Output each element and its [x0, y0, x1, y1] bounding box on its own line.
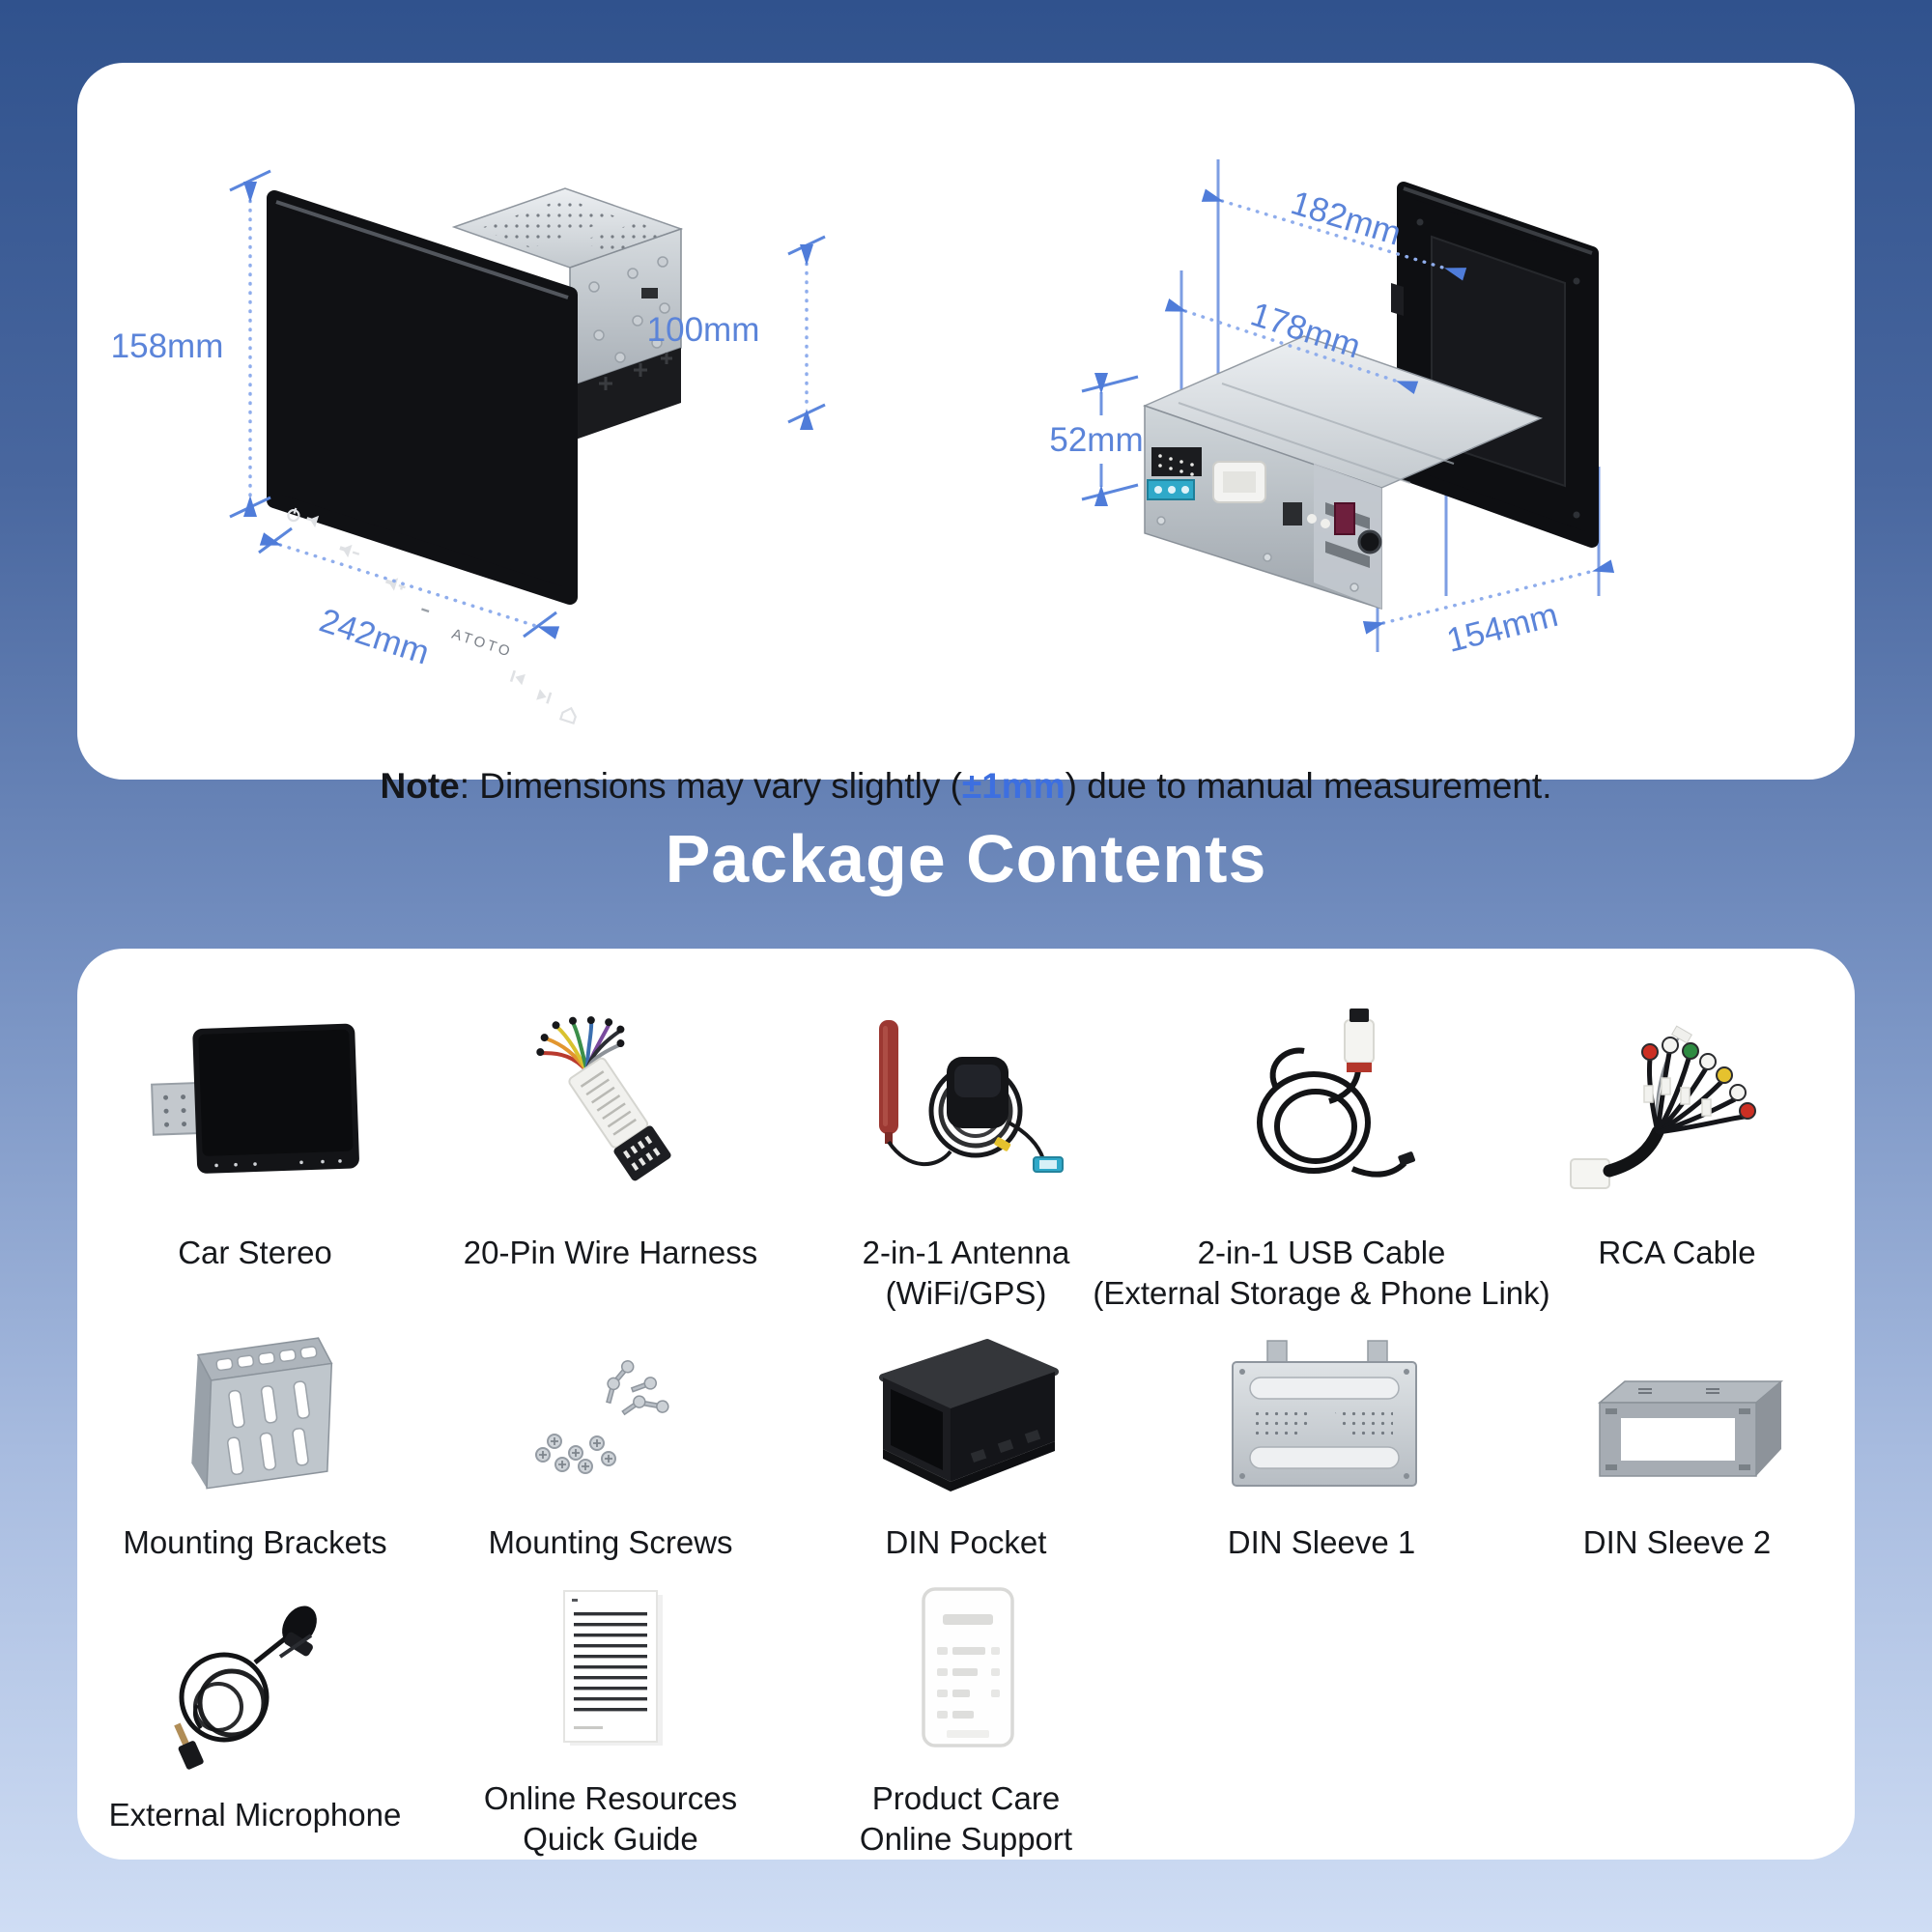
mounting-screws-image [495, 1321, 726, 1509]
package-item-wire-harness: 20-Pin Wire Harness [433, 949, 788, 1321]
page-title: Package Contents [665, 821, 1267, 896]
opening-width-label: 154mm [1443, 596, 1562, 660]
item-label: DIN Sleeve 1 [1227, 1524, 1416, 1560]
package-item-antenna: 2-in-1 Antenna(WiFi/GPS) [788, 949, 1144, 1321]
package-grid: Car Stereo [77, 949, 1855, 1860]
item-label: External Microphone [108, 1797, 402, 1833]
item-label: RCA Cable [1598, 1235, 1756, 1270]
dimensions-card: ATOTO 158mm [77, 63, 1855, 806]
height-dimension: 158mm [111, 169, 271, 519]
height-dimension-label: 158mm [111, 327, 224, 365]
package-item-mounting-brackets: Mounting Brackets [77, 1321, 433, 1567]
package-item-rca-cable: RCA Cable [1499, 949, 1855, 1321]
package-item-mounting-screws: Mounting Screws [433, 1321, 788, 1567]
mounting-brackets-image [139, 1321, 371, 1509]
package-contents-card: Car Stereo [77, 949, 1855, 1860]
usb-cable-image [1206, 997, 1437, 1219]
wire-harness-image [495, 997, 726, 1219]
item-label: 20-Pin Wire Harness [463, 1235, 758, 1270]
item-label: DIN Sleeve 2 [1582, 1524, 1772, 1560]
note-label: Note [380, 766, 460, 806]
package-item-car-stereo: Car Stereo [77, 949, 433, 1321]
item-label: Mounting Brackets [123, 1524, 387, 1560]
item-label: 2-in-1 Antenna(WiFi/GPS) [862, 1235, 1070, 1312]
package-item-din-sleeve-2: DIN Sleeve 2 [1499, 1321, 1855, 1567]
chassis-height-dimension: 52mm [1049, 373, 1144, 506]
quick-guide-image [495, 1578, 726, 1765]
din-sleeve-2-image [1561, 1321, 1793, 1509]
car-stereo-image [139, 997, 371, 1219]
package-item-usb-cable: 2-in-1 USB Cable(External Storage & Phon… [1093, 949, 1550, 1321]
rear-view-diagram: 182mm 178mm 52mm 154mm [1049, 159, 1615, 660]
brand-text: ATOTO [450, 626, 515, 661]
din-sleeve-1-image [1206, 1321, 1437, 1509]
front-view-diagram: ATOTO 158mm [111, 169, 826, 725]
opening-width-dimension: 154mm [1362, 559, 1615, 660]
depth-dimension: 100mm [647, 235, 826, 430]
rear-panel-illustration [1391, 182, 1599, 548]
tolerance-value: ±1mm [961, 766, 1065, 806]
product-care-image [850, 1578, 1082, 1765]
item-label: Car Stereo [178, 1235, 332, 1270]
width-dimension-label: 242mm [315, 601, 434, 671]
item-label: 2-in-1 USB Cable(External Storage & Phon… [1093, 1235, 1550, 1312]
panel-width-label: 182mm [1287, 184, 1406, 252]
package-item-din-pocket: DIN Pocket [788, 1321, 1144, 1567]
chassis-illustration [451, 187, 684, 441]
screen-illustration: ATOTO [267, 190, 578, 725]
item-label: Mounting Screws [488, 1524, 733, 1560]
chassis-height-label: 52mm [1049, 421, 1143, 459]
rca-cable-image [1561, 997, 1793, 1219]
external-microphone-image [139, 1578, 371, 1781]
dimension-note: Note: Dimensions may vary slightly (±1mm… [380, 766, 1552, 806]
din-pocket-image [850, 1321, 1082, 1509]
depth-dimension-label: 100mm [647, 311, 760, 349]
antenna-image [850, 997, 1082, 1219]
package-item-external-microphone: External Microphone [77, 1567, 433, 1860]
item-label: DIN Pocket [885, 1524, 1047, 1560]
dimension-diagrams: ATOTO 158mm [111, 159, 1615, 725]
package-item-din-sleeve-1: DIN Sleeve 1 [1144, 1321, 1499, 1567]
